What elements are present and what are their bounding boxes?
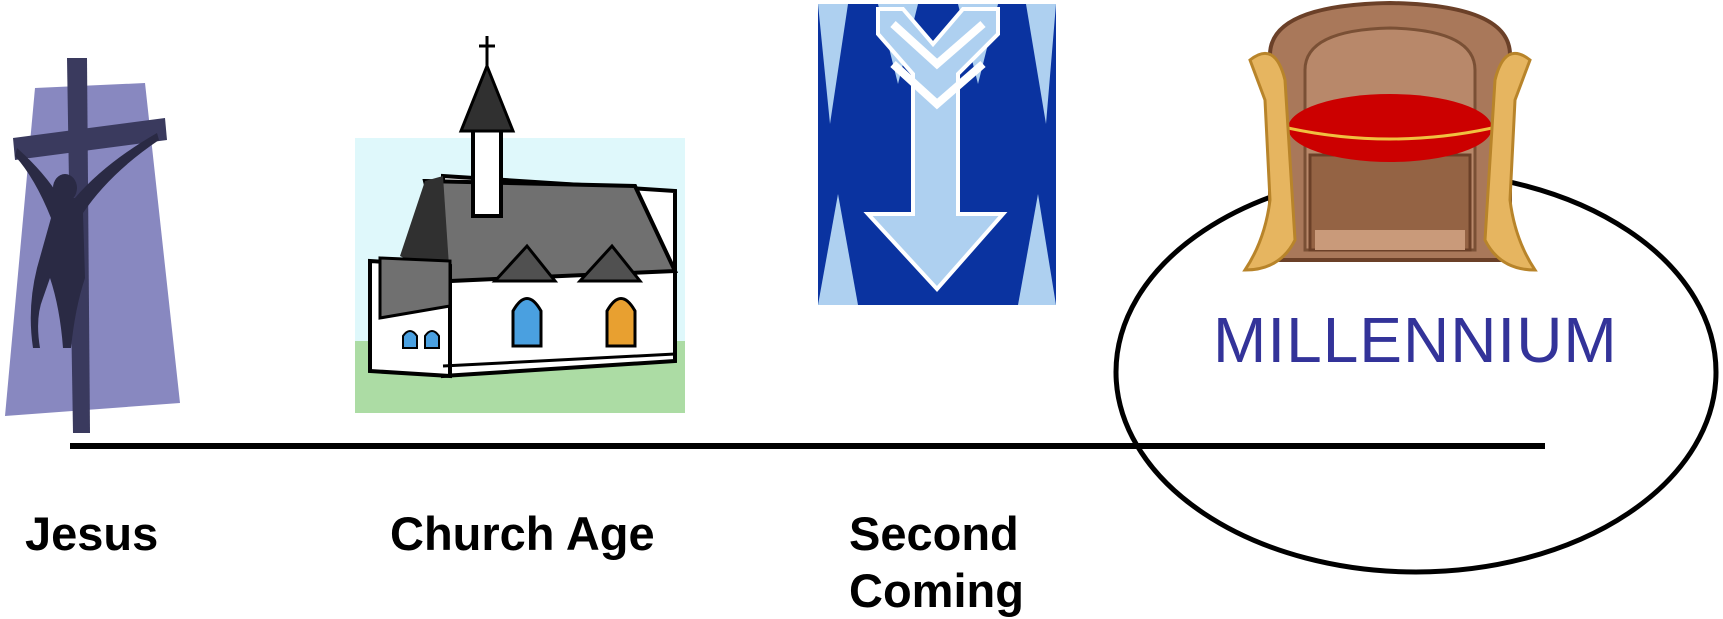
label-church-age: Church Age <box>390 507 655 560</box>
down-arrow-icon <box>818 4 1056 305</box>
label-second-coming-line1: Second <box>849 507 1019 560</box>
label-second-coming: Second Coming <box>849 505 1024 619</box>
church-icon <box>355 36 685 413</box>
throne-icon <box>1242 0 1538 272</box>
millennium-label: MILLENNIUM <box>1213 304 1618 376</box>
label-second-coming-line2: Coming <box>849 564 1024 617</box>
crucifix-icon <box>5 58 180 433</box>
label-jesus: Jesus <box>25 507 159 560</box>
